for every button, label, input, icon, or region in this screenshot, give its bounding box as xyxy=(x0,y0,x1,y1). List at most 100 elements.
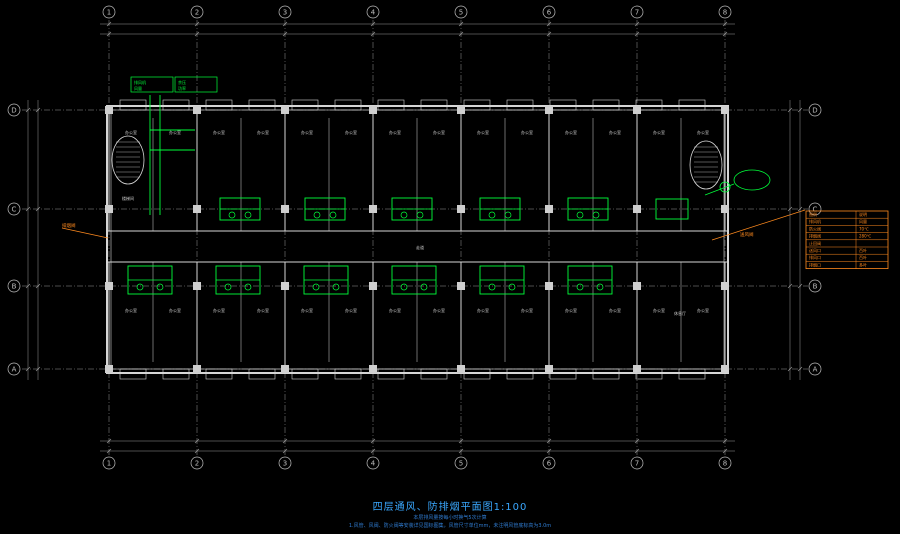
window-south xyxy=(162,368,190,380)
toilet-exhaust-unit xyxy=(655,198,689,220)
structural-column xyxy=(545,205,553,213)
outer-wall xyxy=(106,105,729,374)
axis-bubble xyxy=(102,5,116,19)
dim-tick xyxy=(35,283,41,289)
axis-label: 6 xyxy=(547,9,552,17)
dim-tick xyxy=(370,438,376,444)
window-north xyxy=(506,99,534,111)
room-label-north: 办公室 xyxy=(125,129,137,135)
legend-name: 排烟阀 xyxy=(809,233,821,239)
axis-bubble xyxy=(630,5,644,19)
axis-label: 3 xyxy=(283,460,287,468)
structural-column xyxy=(369,365,377,373)
room-label-north: 办公室 xyxy=(609,129,621,135)
legend-value: 70℃ xyxy=(859,226,869,231)
dim-tick xyxy=(35,366,41,372)
axis-bubble xyxy=(454,5,468,19)
room-label-north: 办公室 xyxy=(653,129,665,135)
room-label-north: 办公室 xyxy=(169,129,181,135)
structural-column xyxy=(281,106,289,114)
structural-column xyxy=(369,106,377,114)
window-south xyxy=(119,368,147,380)
room-label-north: 办公室 xyxy=(477,129,489,135)
structural-column xyxy=(281,365,289,373)
legend-name: 排烟口 xyxy=(809,261,821,267)
window-south xyxy=(377,368,405,380)
axis-label: 5 xyxy=(459,9,463,17)
axis-label: 2 xyxy=(195,9,199,17)
axis-bubble xyxy=(542,456,556,470)
structural-column xyxy=(545,282,553,290)
dim-tick xyxy=(194,31,200,37)
window-north xyxy=(420,99,448,111)
room-label-north: 办公室 xyxy=(697,129,709,135)
window-north xyxy=(248,99,276,111)
dim-tick xyxy=(634,438,640,444)
axis-bubble xyxy=(454,456,468,470)
exhaust-grille xyxy=(416,211,424,219)
fan-tag-box xyxy=(130,76,174,93)
window-north xyxy=(592,99,620,111)
structural-column xyxy=(457,365,465,373)
room-label-north: 办公室 xyxy=(301,129,313,135)
legend-name: 排风口 xyxy=(809,254,821,260)
room-label-north: 办公室 xyxy=(345,129,357,135)
structural-column xyxy=(545,106,553,114)
exhaust-grille xyxy=(420,283,428,291)
room-label-south: 办公室 xyxy=(345,307,357,313)
dim-tick xyxy=(194,21,200,27)
window-south xyxy=(506,368,534,380)
dim-tick xyxy=(634,31,640,37)
dim-tick xyxy=(458,21,464,27)
axis-label: 8 xyxy=(723,9,727,17)
structural-column xyxy=(105,106,113,114)
room-label-south: 办公室 xyxy=(389,307,401,313)
window-south xyxy=(635,368,663,380)
dim-tick xyxy=(546,438,552,444)
axis-label: D xyxy=(812,107,817,115)
dim-tick xyxy=(25,283,31,289)
room-label-south: 办公室 xyxy=(521,307,533,313)
axis-bubble xyxy=(190,456,204,470)
axis-label: 2 xyxy=(195,460,199,468)
exhaust-grille xyxy=(244,283,252,291)
room-label-corridor: 走道 xyxy=(416,244,424,250)
structural-column xyxy=(193,365,201,373)
room-label-south: 办公室 xyxy=(125,307,137,313)
dim-tick xyxy=(282,448,288,454)
axis-bubble xyxy=(7,279,21,293)
exhaust-grille xyxy=(400,211,408,219)
legend-value: 280℃ xyxy=(859,234,872,239)
dim-tick xyxy=(106,31,112,37)
exhaust-grille xyxy=(576,211,584,219)
window-north xyxy=(205,99,233,111)
window-south xyxy=(592,368,620,380)
dim-tick xyxy=(458,438,464,444)
dim-tick xyxy=(787,107,793,113)
window-north xyxy=(678,99,706,111)
structural-column xyxy=(105,205,113,213)
legend-value: 百叶 xyxy=(859,247,867,253)
window-north xyxy=(463,99,491,111)
dim-tick xyxy=(722,438,728,444)
fan-tag-text: 余压 xyxy=(178,79,186,85)
exhaust-grille xyxy=(504,211,512,219)
axis-label: A xyxy=(813,366,818,374)
dim-tick xyxy=(106,21,112,27)
axis-label: 7 xyxy=(635,460,639,468)
outer-wall-inner xyxy=(110,109,725,370)
window-north xyxy=(334,99,362,111)
stair-east xyxy=(689,140,723,190)
drawing-note-2: 1.风管、风阀、防火阀等安装详见国标图集，风管尺寸单位mm，未注明风管底标高为3… xyxy=(348,523,552,529)
dim-tick xyxy=(546,21,552,27)
window-north xyxy=(635,99,663,111)
structural-column xyxy=(369,205,377,213)
room-label-south: 办公室 xyxy=(257,307,269,313)
axis-label: A xyxy=(12,366,17,374)
axis-bubble xyxy=(7,202,21,216)
room-label-south: 办公室 xyxy=(477,307,489,313)
structural-column xyxy=(721,205,729,213)
exhaust-grille xyxy=(592,211,600,219)
room-label-north: 办公室 xyxy=(389,129,401,135)
